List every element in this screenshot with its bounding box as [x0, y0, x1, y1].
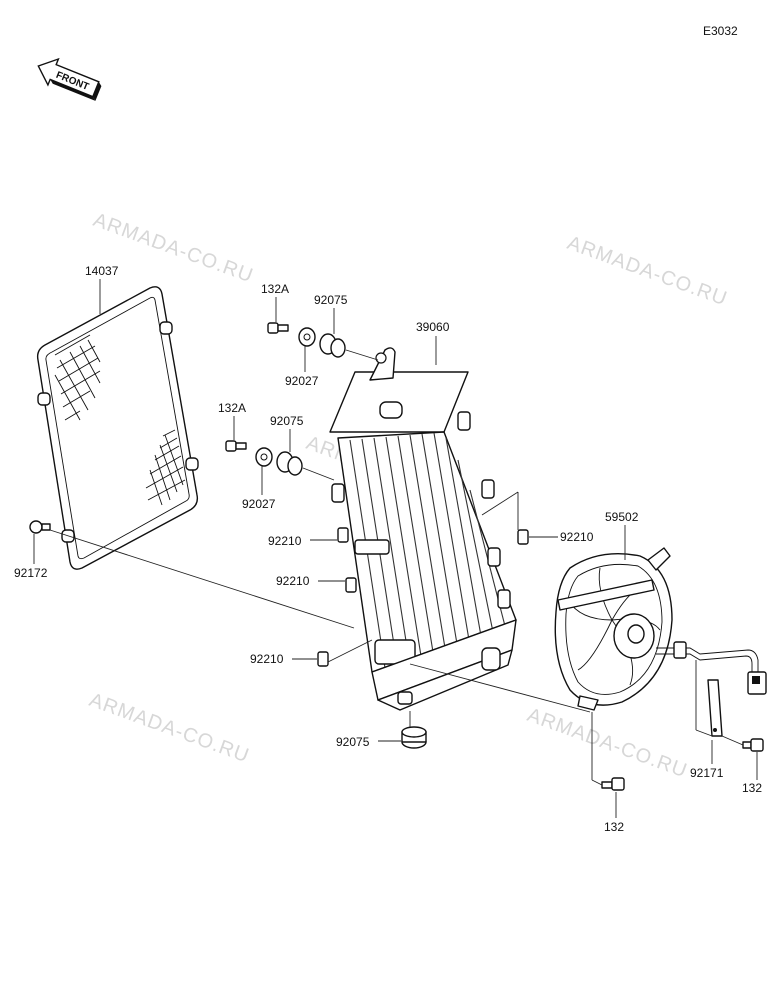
part-label-92210-b: 92210: [276, 574, 310, 588]
bolt-132a-mid: [225, 440, 247, 452]
part-label-132-right: 132: [742, 781, 762, 795]
part-label-14037: 14037: [85, 264, 119, 278]
part-label-92171: 92171: [690, 766, 724, 780]
screw-92172: [29, 520, 51, 534]
part-label-59502: 59502: [605, 510, 639, 524]
bolt-132-right: [742, 738, 764, 752]
clip-92210-d: [517, 529, 529, 545]
watermark: ARMADA-CO.RU: [564, 232, 730, 310]
part-label-92210-a: 92210: [268, 534, 302, 548]
part-label-132-bottom: 132: [604, 820, 624, 834]
radiator-screen: [36, 286, 199, 570]
diagram-code: E3032: [703, 24, 738, 38]
part-label-132a-top: 132A: [261, 282, 289, 296]
front-arrow-icon: FRONT: [37, 57, 102, 101]
clip-92210-a: [337, 527, 349, 543]
bolt-132a-top: [267, 322, 289, 334]
part-label-92027-mid: 92027: [242, 497, 276, 511]
clip-92210-b: [345, 577, 357, 593]
watermark: ARMADA-CO.RU: [524, 704, 690, 782]
part-label-92172: 92172: [14, 566, 48, 580]
bolt-132-bottom: [601, 777, 625, 791]
part-label-92210-d: 92210: [560, 530, 594, 544]
part-label-92210-c: 92210: [250, 652, 284, 666]
part-label-92075-bottom: 92075: [336, 735, 370, 749]
grommet-92075-top: [319, 333, 346, 358]
cooling-fan: [554, 547, 767, 711]
part-label-92027-top: 92027: [285, 374, 319, 388]
collar-92027-top: [298, 327, 316, 347]
part-label-39060: 39060: [416, 320, 450, 334]
watermark: ARMADA-CO.RU: [86, 689, 252, 767]
clip-92210-c: [317, 651, 329, 667]
part-label-132a-mid: 132A: [218, 401, 246, 415]
radiator: [329, 347, 517, 711]
grommet-92075-mid: [276, 451, 303, 476]
part-label-92075-top: 92075: [314, 293, 348, 307]
part-label-92075-mid: 92075: [270, 414, 304, 428]
collar-92027-mid: [255, 447, 273, 467]
cable-strap-92171: [707, 679, 723, 737]
grommet-92075-bottom: [401, 726, 427, 749]
